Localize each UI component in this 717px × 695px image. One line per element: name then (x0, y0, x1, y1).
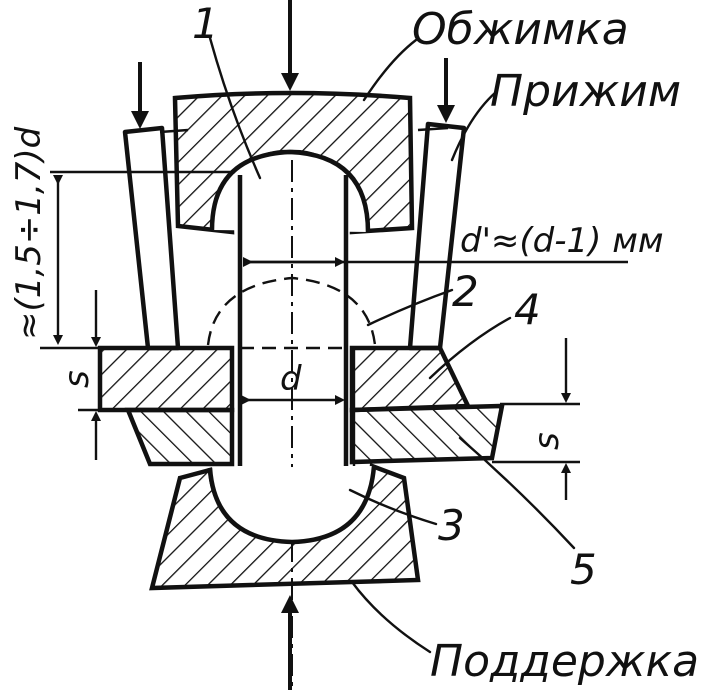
label-diameter: d (280, 359, 302, 399)
lower-plate (124, 403, 505, 467)
head-height-dimension (40, 170, 235, 350)
label-hole-note: d'≈(d-1) мм (460, 221, 664, 261)
leader-4 (428, 316, 512, 380)
label-clamp: Прижим (490, 66, 681, 117)
label-item-3: 3 (438, 501, 465, 550)
leader-1 (208, 36, 262, 180)
label-item-2: 2 (452, 267, 479, 316)
label-item-5: 5 (570, 545, 597, 594)
formed-head-outline (206, 276, 377, 346)
label-head-height: ≈(1,5÷1,7)d (9, 126, 49, 340)
label-support: Поддержка (430, 636, 699, 687)
leader-3 (348, 488, 438, 526)
leader-clamp (450, 90, 498, 162)
crimper-die (172, 90, 415, 235)
rivet-shank (230, 160, 356, 690)
leader-2 (366, 288, 454, 327)
thickness-left-dimension (78, 290, 128, 460)
leader-5 (458, 436, 576, 550)
support-die (149, 462, 421, 591)
label-item-4: 4 (514, 285, 541, 334)
label-crimper: Обжимка (412, 4, 629, 55)
label-item-1: 1 (192, 0, 219, 48)
label-thickness-left: s (57, 370, 97, 388)
thickness-right-dimension (492, 338, 580, 500)
label-thickness-right: s (527, 432, 567, 450)
leader-support (350, 580, 432, 654)
leader-crimper (362, 38, 418, 102)
upper-plate (97, 345, 472, 413)
